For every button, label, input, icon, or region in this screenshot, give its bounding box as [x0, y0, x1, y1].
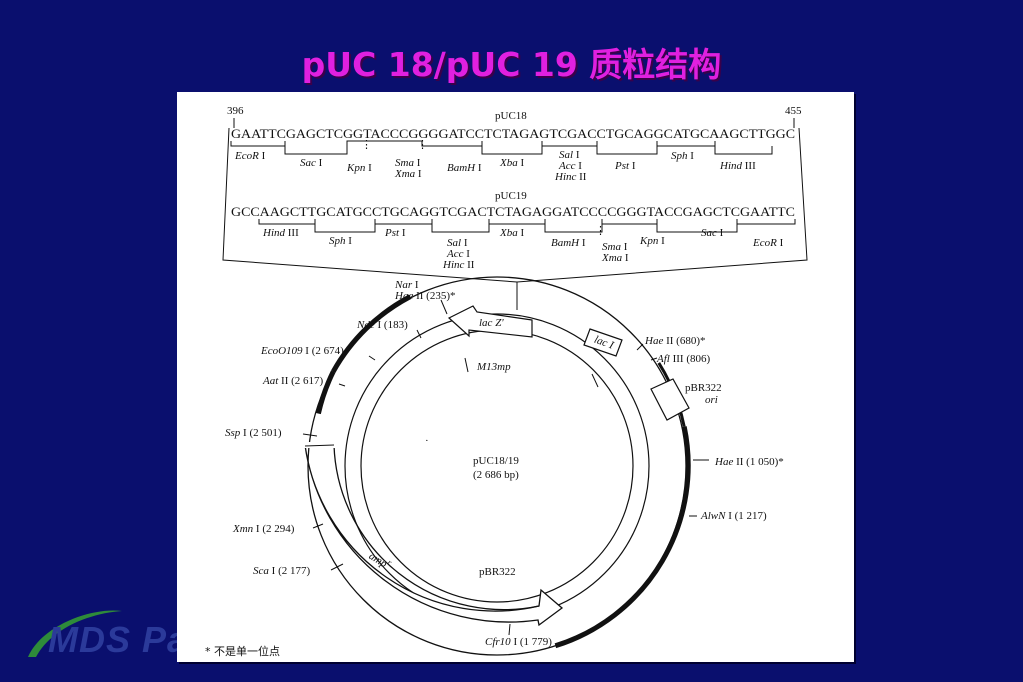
plasmid-size: (2 686 bp): [473, 469, 519, 481]
puc18-dots-1: ⋮: [361, 139, 372, 151]
marker-haeii-235: Hae II (235)*: [394, 290, 455, 302]
lacz-arrow: [447, 305, 533, 338]
pos-end: 455: [785, 105, 802, 117]
marker-haeii-680: Hae II (680)*: [644, 335, 705, 347]
puc19-site-sali: Sal I: [447, 237, 468, 249]
puc19-sequence: GCCAAGCTTGCATGCCTGCAGGTCGACTCTAGAGGATCCC…: [231, 205, 795, 219]
marker-afliii: Afl III (806): [656, 353, 711, 365]
marker-nari: Nar I: [394, 279, 419, 291]
logo-swoosh-icon: [28, 610, 122, 657]
logo-text: MDS Pa: [48, 619, 189, 660]
laci-box: [583, 328, 623, 357]
puc19-site-sphi: Sph I: [329, 235, 352, 247]
puc19-site-bamhi: BamH I: [551, 237, 586, 249]
marker-ecoo109i: EcoO109 I (2 674): [260, 345, 344, 357]
marker-ndei: Nde I (183): [356, 319, 408, 331]
puc19-site-xmai: Xma I: [601, 252, 629, 264]
puc19-site-hincii: Hinc II: [442, 259, 475, 271]
puc18-dots-2: ⋮: [417, 139, 428, 151]
puc19-name: pUC19: [495, 190, 527, 202]
m13-label: M13mp: [476, 361, 511, 373]
marker-haeii-1050: Hae II (1 050)*: [714, 456, 784, 468]
pos-start: 396: [227, 105, 244, 117]
puc19-site-saci: Sac I: [701, 227, 724, 239]
puc18-site-hindiii: Hind III: [719, 160, 756, 172]
puc18-site-hincii: Hinc II: [554, 171, 587, 183]
footnote: * 不是单一位点: [205, 644, 280, 658]
puc18-site-smai: Sma I: [395, 157, 421, 169]
center-dot: ·: [425, 435, 429, 447]
puc18-site-xmai: Xma I: [394, 168, 422, 180]
ori-box: [650, 378, 690, 421]
marker-xmni: Xmn I (2 294): [232, 523, 295, 535]
marker-aatii: Aat II (2 617): [262, 375, 324, 387]
puc19-site-hindiii: Hind III: [262, 227, 299, 239]
puc18-site-saci: Sac I: [300, 157, 323, 169]
lacz-label: lac Z': [479, 317, 504, 329]
plasmid-name: pUC18/19: [473, 455, 519, 467]
puc18-site-psti: Pst I: [614, 160, 636, 172]
puc19-site-psti: Pst I: [384, 227, 406, 239]
puc19-site-kpni: Kpn I: [639, 235, 665, 247]
puc18-site-ecori: EcoR I: [234, 150, 266, 162]
marker-cfr10i: Cfr10 I (1 779): [485, 636, 552, 648]
pbr-inner-label: pBR322: [479, 566, 516, 578]
ori-label-1: pBR322: [685, 382, 722, 394]
plasmid-figure: 396 455 pUC18 GAATTCGAGCTCGGTACCCGGGGATC…: [177, 92, 854, 662]
puc19-site-smai: Sma I: [602, 241, 628, 253]
marker-sspi: Ssp I (2 501): [225, 427, 282, 439]
slide-title: pUC 18/pUC 19 质粒结构: [301, 45, 722, 84]
puc19-site-acci: Acc I: [446, 248, 470, 260]
puc18-site-xbai: Xba I: [499, 157, 524, 169]
puc18-site-sali: Sal I: [559, 149, 580, 161]
puc19-site-xbai: Xba I: [499, 227, 524, 239]
marker-scai: Sca I (2 177): [253, 565, 310, 577]
marker-alwni: AlwN I (1 217): [700, 510, 767, 522]
puc19-dots: ⋮: [595, 225, 606, 237]
puc18-site-kpni: Kpn I: [346, 162, 372, 174]
amp-arrow: [304, 444, 564, 627]
puc19-site-ecori: EcoR I: [752, 237, 784, 249]
puc18-site-sphi: Sph I: [671, 150, 694, 162]
puc18-site-bamhi: BamH I: [447, 162, 482, 174]
ori-label-2: ori: [705, 394, 718, 406]
puc18-sequence: GAATTCGAGCTCGGTACCCGGGGATCCTCTAGAGTCGACC…: [231, 127, 795, 141]
puc18-name: pUC18: [495, 110, 527, 122]
plasmid-map-svg: 396 455 pUC18 GAATTCGAGCTCGGTACCCGGGGATC…: [205, 105, 808, 658]
puc18-site-acci: Acc I: [558, 160, 582, 172]
